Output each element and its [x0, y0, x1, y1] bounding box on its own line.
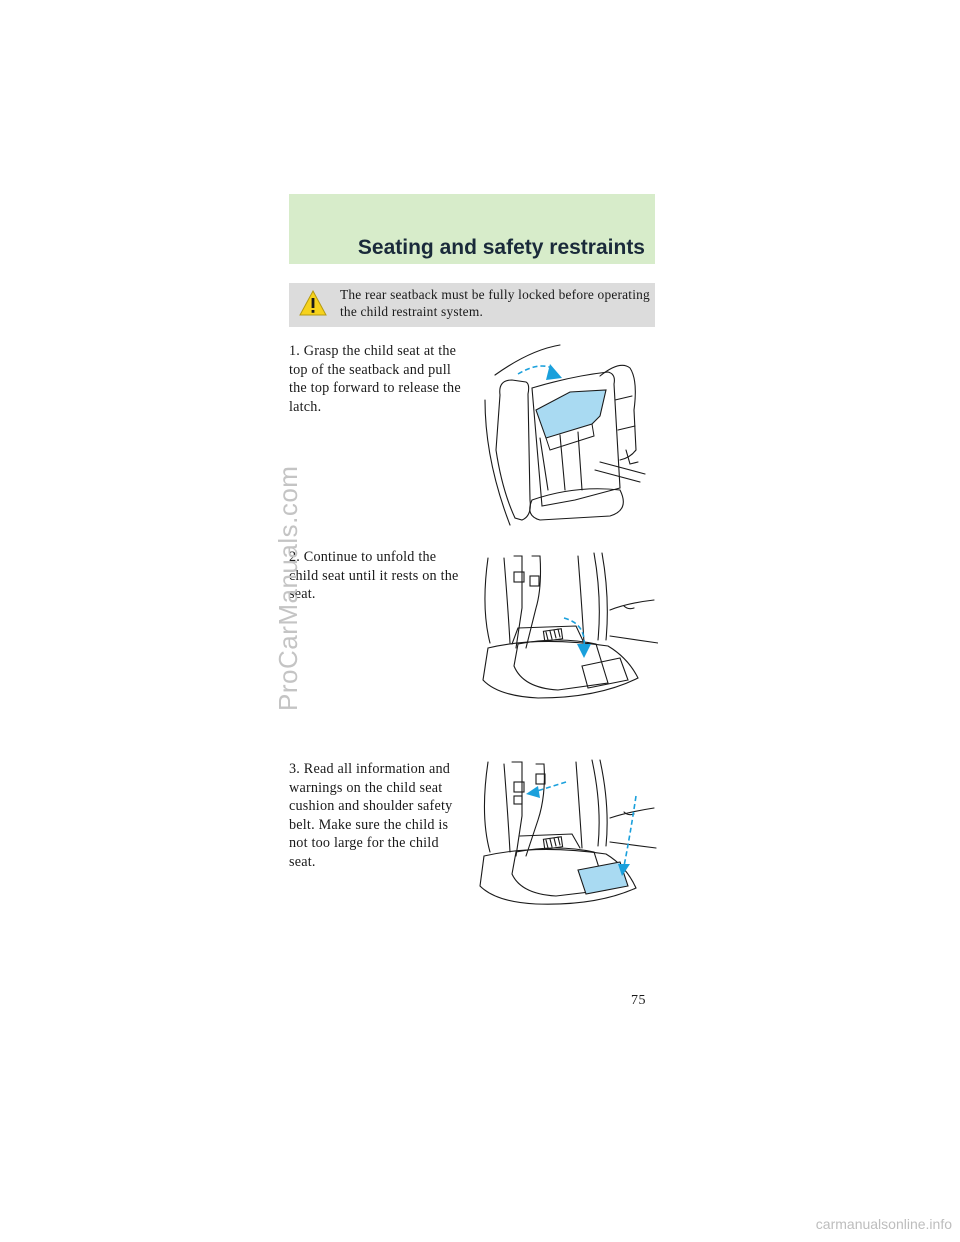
step-3-text: 3. Read all information and warnings on … — [289, 761, 453, 870]
footer-site-text: carmanualsonline.info — [815, 1216, 952, 1232]
section-title: Seating and safety restraints — [357, 236, 645, 259]
warning-text: The rear seatback must be fully locked b… — [340, 287, 650, 319]
warning-triangle-icon — [299, 289, 327, 316]
watermark-text: ProCarManuals.com — [273, 465, 303, 711]
page-number: 75 — [631, 993, 646, 1008]
section-header: Seating and safety restraints — [289, 194, 655, 264]
step-1-text: 1. Grasp the child seat at the top of th… — [289, 343, 461, 415]
warning-box: The rear seatback must be fully locked b… — [289, 283, 655, 327]
illustration-release-latch — [484, 344, 646, 526]
illustration-unfold-child-seat — [482, 552, 658, 699]
illustration-read-warnings — [479, 759, 657, 905]
step-2-text: 2. Continue to unfold the child seat unt… — [289, 549, 459, 603]
